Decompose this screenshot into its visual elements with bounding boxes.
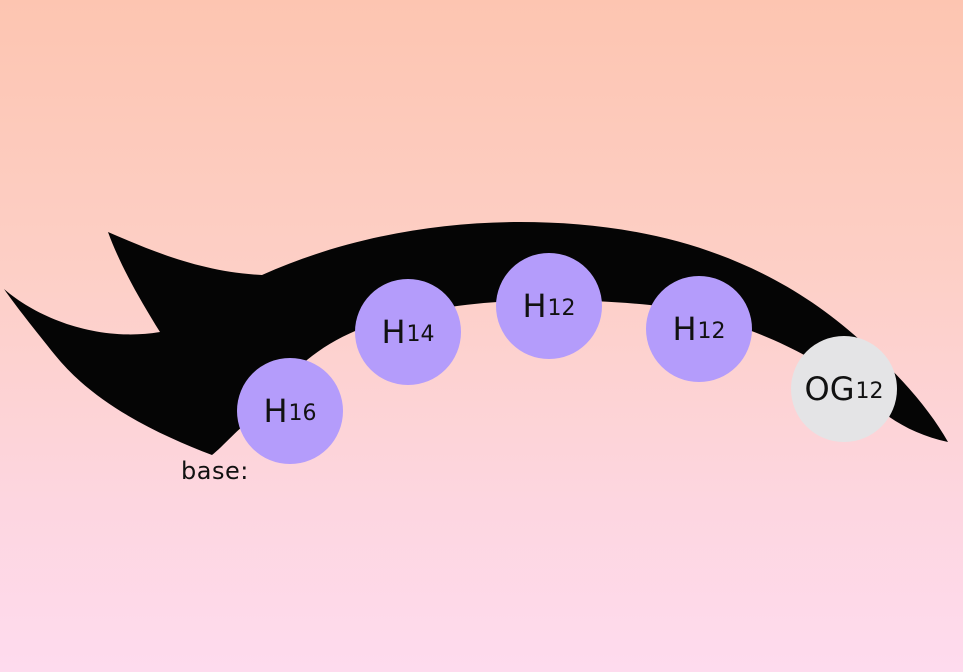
node-label-sub: 16 [288,401,317,426]
node-label-main: H [522,287,547,325]
node-label-main: H [672,310,697,348]
node-label-sub: 12 [697,319,726,344]
node-label-main: H [263,392,288,430]
node-label-sub: 12 [855,379,884,404]
node-label-sub: 12 [547,296,576,321]
node-label-sub: 14 [406,322,435,347]
base-label: base: [181,457,249,485]
node-label-main: OG [804,370,855,408]
node-label-main: H [381,313,406,351]
